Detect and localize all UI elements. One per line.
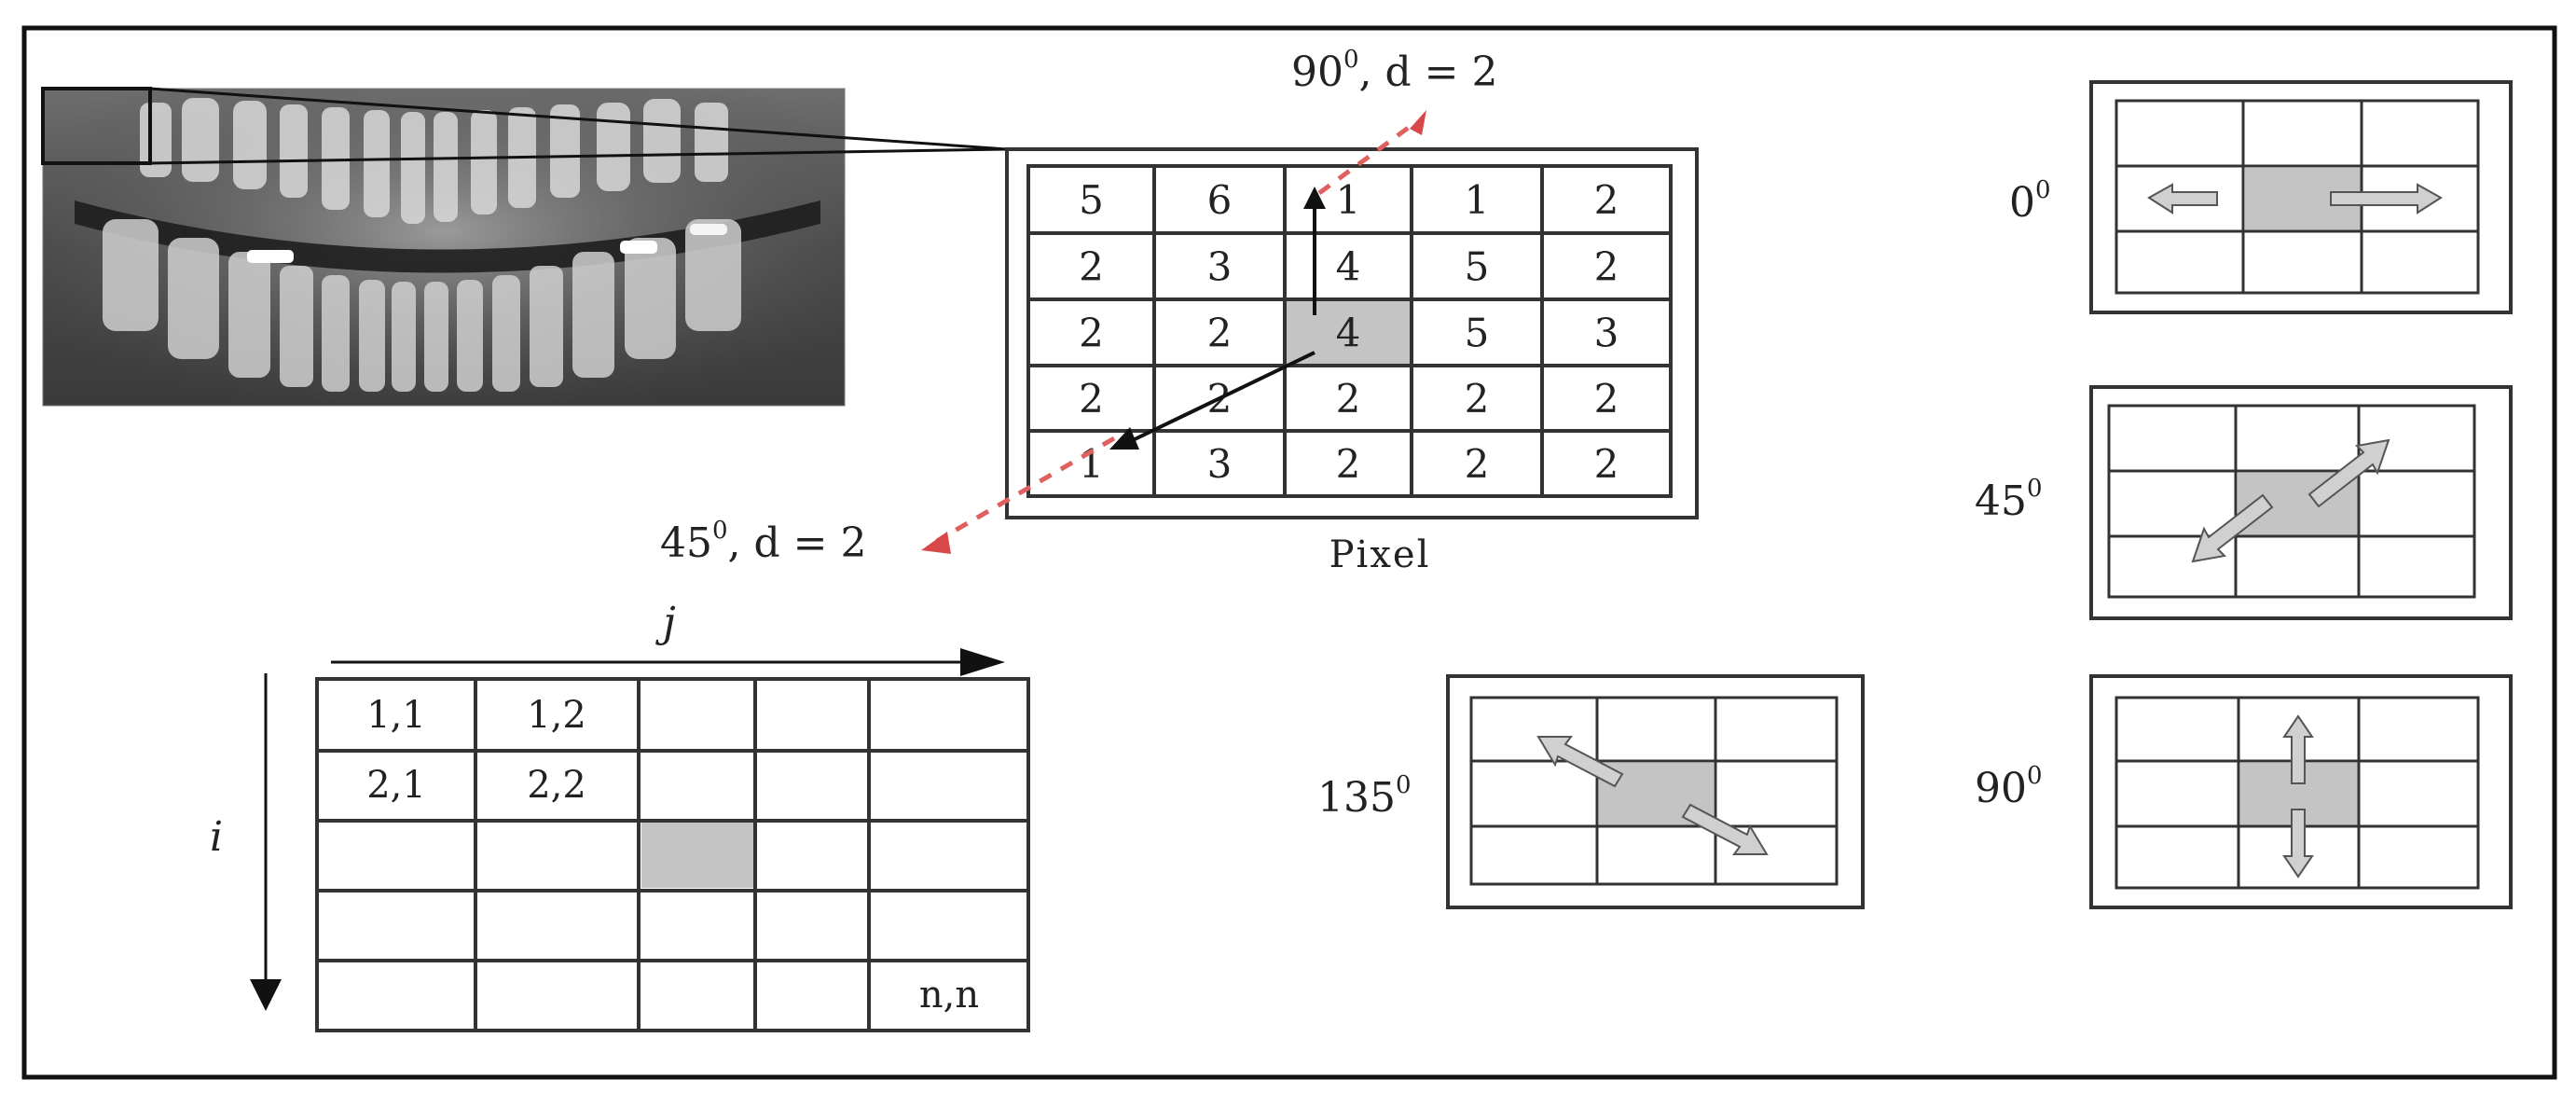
orientation-label-135: 1350 bbox=[1317, 771, 1412, 822]
arrow-left-icon bbox=[2147, 183, 2218, 214]
pixel-cell-value: 6 bbox=[1207, 177, 1233, 223]
arrow-down-icon bbox=[2282, 809, 2314, 879]
orientation-label-0: 00 bbox=[2009, 176, 2051, 227]
pixel-cell-value: 5 bbox=[1465, 311, 1490, 356]
index-grid: 1,1 1,2 2,1 2,2 n,n bbox=[315, 677, 1030, 1032]
pixel-cell-value: 2 bbox=[1079, 311, 1104, 356]
pixel-cell-value: 2 bbox=[1465, 376, 1490, 422]
direction-45-dashed-line bbox=[935, 436, 1116, 544]
index-cell-2-2: 2,2 bbox=[527, 764, 586, 807]
i-axis-arrowhead bbox=[250, 979, 282, 1011]
pixel-cell-value: 2 bbox=[1594, 441, 1619, 487]
pixel-cell-value: 2 bbox=[1336, 441, 1361, 487]
pixel-cell-value: 2 bbox=[1594, 177, 1619, 223]
arrow-down-right-icon bbox=[1681, 803, 1769, 855]
neighbor-45-arrowhead bbox=[1109, 427, 1139, 450]
orientation-label-45: 450 bbox=[1975, 475, 2043, 525]
pixel-cell-value: 2 bbox=[1594, 244, 1619, 290]
arrow-down-left-icon bbox=[2191, 493, 2274, 563]
pixel-cell-value: 4 bbox=[1336, 311, 1361, 356]
label-45-d2: 450, d = 2 bbox=[660, 517, 867, 567]
j-axis-arrowhead bbox=[960, 648, 1005, 676]
arrow-up-left-icon bbox=[1536, 736, 1624, 788]
pixel-grid-center-highlight bbox=[1285, 299, 1412, 366]
pixel-cell-value: 2 bbox=[1336, 376, 1361, 422]
i-axis-label: i bbox=[210, 813, 223, 861]
pixel-cell-value: 2 bbox=[1079, 244, 1104, 290]
orientation-panel-45 bbox=[2089, 385, 2513, 620]
pixel-cell-value: 3 bbox=[1594, 311, 1619, 356]
arrow-up-right-icon bbox=[2307, 438, 2390, 508]
zoom-leader-top bbox=[149, 87, 1008, 151]
pixel-cell-value: 1 bbox=[1465, 177, 1490, 223]
direction-90-arrowhead bbox=[1410, 110, 1426, 135]
pixel-cell-value: 2 bbox=[1207, 311, 1233, 356]
neighbor-90-arrowhead bbox=[1303, 187, 1326, 209]
index-cell-n-n: n,n bbox=[919, 974, 979, 1017]
dental-xray-image bbox=[42, 88, 846, 407]
index-cell-1-1: 1,1 bbox=[366, 694, 426, 737]
zoom-window bbox=[41, 87, 152, 165]
pixel-cell-value: 5 bbox=[1465, 244, 1490, 290]
arrow-right-icon bbox=[2330, 183, 2443, 214]
pixel-cell-value: 1 bbox=[1336, 177, 1361, 223]
index-grid-center-highlight bbox=[641, 823, 753, 888]
pixel-grid: 5611223452224532222213222 bbox=[1026, 164, 1673, 498]
pixel-caption: Pixel bbox=[1329, 533, 1431, 576]
pixel-cell-value: 1 bbox=[1079, 441, 1104, 487]
zoom-leader-bottom bbox=[149, 147, 1008, 165]
orientation-panel-0 bbox=[2089, 80, 2513, 314]
pixel-cell-value: 5 bbox=[1079, 177, 1104, 223]
pixel-cell-value: 2 bbox=[1465, 441, 1490, 487]
direction-90-dashed-line bbox=[1317, 118, 1419, 196]
pixel-cell-value: 3 bbox=[1207, 244, 1233, 290]
orientation-panel-90 bbox=[2089, 674, 2513, 909]
neighbor-45-arrow bbox=[1132, 351, 1316, 442]
pixel-cell-value: 3 bbox=[1207, 441, 1233, 487]
arrow-up-icon bbox=[2282, 714, 2314, 784]
index-cell-1-2: 1,2 bbox=[527, 694, 586, 737]
pixel-grid-panel: 5611223452224532222213222 bbox=[1005, 147, 1699, 519]
pixel-cell-value: 2 bbox=[1594, 376, 1619, 422]
label-90-d2: 900, d = 2 bbox=[1291, 46, 1498, 96]
direction-45-arrowhead bbox=[921, 532, 951, 554]
pixel-cell-value: 4 bbox=[1336, 244, 1361, 290]
pixel-cell-value: 2 bbox=[1079, 376, 1104, 422]
orientation-label-90: 900 bbox=[1975, 762, 2043, 812]
index-cell-2-1: 2,1 bbox=[366, 764, 426, 807]
orientation-panel-135 bbox=[1446, 674, 1865, 909]
